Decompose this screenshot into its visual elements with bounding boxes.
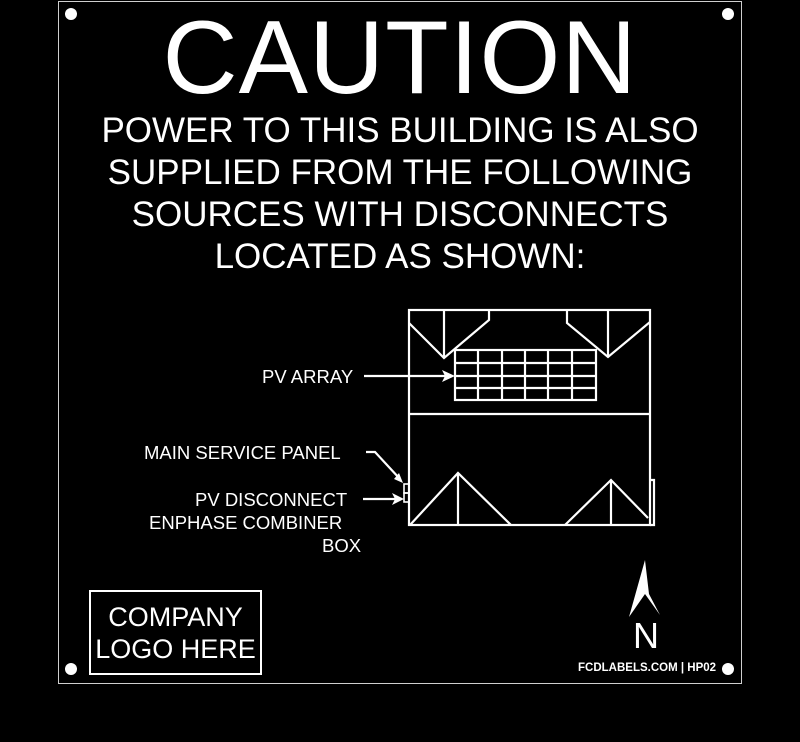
roof-facet-upper-left — [408, 310, 491, 360]
pv-array-label: PV ARRAY — [262, 366, 354, 387]
company-logo-placeholder: COMPANY LOGO HERE — [89, 590, 262, 675]
main-service-panel-arrowhead — [394, 473, 403, 483]
roof-facet-upper-right — [565, 310, 651, 359]
body-line-4: LOCATED AS SHOWN: — [214, 237, 586, 276]
mounting-hole-top-left — [65, 8, 77, 20]
pv-array-grid — [453, 348, 598, 402]
roof-facet-lower-left — [409, 471, 512, 526]
north-label: N — [633, 615, 659, 656]
north-arrow-icon — [629, 560, 660, 617]
building-outline — [407, 308, 652, 527]
body-line-3: SOURCES WITH DISCONNECTS — [131, 195, 669, 234]
mounting-hole-bottom-left — [65, 663, 77, 675]
main-service-panel-label: MAIN SERVICE PANEL — [144, 442, 341, 463]
roof-facet-lower-right — [564, 478, 649, 526]
caution-title: CAUTION — [162, 0, 638, 116]
mounting-hole-bottom-right — [722, 663, 734, 675]
logo-line-2: LOGO HERE — [95, 633, 256, 664]
pv-array-arrowhead — [442, 370, 455, 382]
main-service-panel-leader — [366, 450, 401, 480]
body-line-1: POWER TO THIS BUILDING IS ALSO — [101, 111, 699, 150]
sign-panel — [58, 1, 742, 684]
building-side-ledge — [650, 478, 656, 527]
body-line-2: SUPPLIED FROM THE FOLLOWING — [107, 153, 693, 192]
footer-credit: FCDLABELS.COM | HP02 — [578, 662, 717, 674]
pv-disconnect-box — [403, 492, 410, 503]
combiner-box-label-line2: BOX — [322, 535, 362, 556]
main-service-panel-box — [403, 483, 410, 494]
logo-line-1: COMPANY — [108, 601, 243, 632]
combiner-box-label-line1: ENPHASE COMBINER — [149, 512, 343, 533]
mounting-hole-top-right — [722, 8, 734, 20]
pv-disconnect-label: PV DISCONNECT — [195, 489, 348, 510]
pv-disconnect-arrowhead — [392, 493, 404, 505]
